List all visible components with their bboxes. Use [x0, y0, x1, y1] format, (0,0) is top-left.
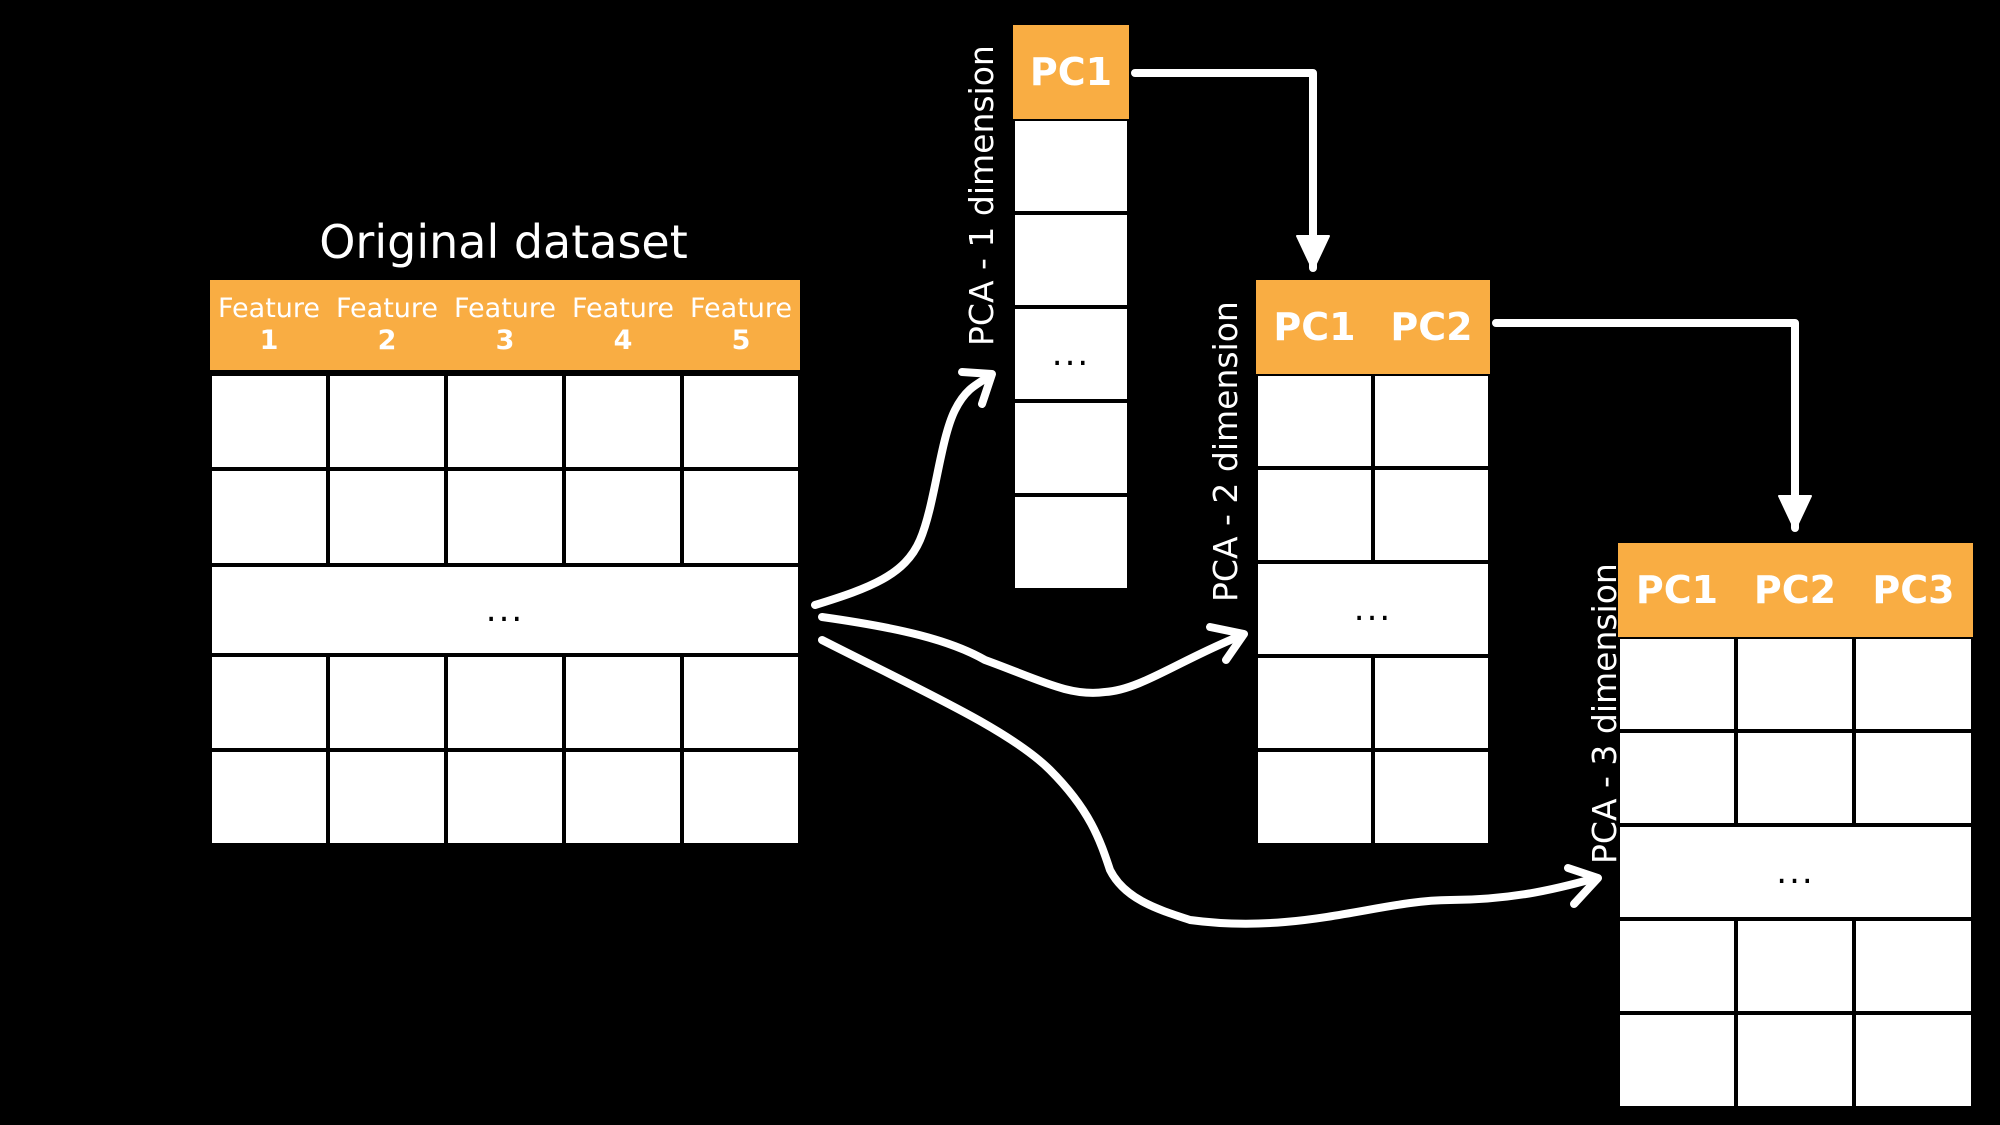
arrowhead [1564, 864, 1602, 908]
table-cell [682, 374, 800, 469]
table-cell [1618, 637, 1736, 731]
table-cell [564, 469, 682, 565]
pc-header: PC2 [1736, 543, 1854, 637]
table-cell [564, 374, 682, 469]
table-cell [1256, 468, 1373, 562]
table-cell [1373, 750, 1490, 845]
arrowhead [1778, 495, 1812, 531]
table-cell [1013, 495, 1129, 590]
ellipsis-row: ... [1256, 562, 1490, 656]
arrowhead [1296, 235, 1330, 271]
curved-arrow-to-pca3 [818, 636, 1600, 928]
ellipsis-row: ... [1618, 825, 1973, 919]
table-cell [210, 750, 328, 845]
feature-header-label: Feature [335, 293, 439, 324]
pc-header: PC1 [1618, 543, 1736, 637]
table-cell [1373, 468, 1490, 562]
feature-header-number: 4 [613, 325, 633, 356]
table-cell [1256, 750, 1373, 845]
table-cell [446, 374, 564, 469]
table-cell [1854, 919, 1973, 1013]
table-cell [1013, 213, 1129, 307]
table-cell [682, 469, 800, 565]
table-cell [446, 750, 564, 845]
table-cell [328, 655, 446, 750]
feature-header-label: Feature [453, 293, 557, 324]
curved-arrow-to-pca1 [811, 372, 994, 609]
pca-3-dimension-table: PC1 PC2 PC3 ... [1618, 543, 1973, 1108]
pc-header: PC1 [1013, 25, 1129, 119]
pca-2-dimension-table: PC1 PC2 ... [1256, 280, 1490, 845]
table-cell [1618, 1013, 1736, 1108]
ellipsis-row: ... [210, 565, 800, 655]
table-cell [210, 655, 328, 750]
table-cell [682, 750, 800, 845]
elbow-arrow-pc2-to-pca3 [1492, 319, 1799, 532]
table-cell [328, 374, 446, 469]
feature-header-number: 3 [495, 325, 515, 356]
pca-1-dimension-table: PC1 ... [1013, 25, 1129, 590]
feature-header: Feature 5 [682, 280, 800, 370]
original-dataset-table: Feature 1 Feature 2 Feature 3 Feature 4 … [210, 280, 800, 845]
ellipsis-row: ... [1013, 307, 1129, 401]
table-cell [1736, 637, 1854, 731]
table-cell [210, 374, 328, 469]
table-cell [1618, 919, 1736, 1013]
table-cell [1736, 731, 1854, 825]
elbow-arrow-pc1-to-pca2 [1131, 69, 1317, 272]
feature-header-number: 1 [259, 325, 279, 356]
table-cell [1854, 1013, 1973, 1108]
table-cell [446, 469, 564, 565]
feature-header-number: 5 [731, 325, 751, 356]
feature-header: Feature 4 [564, 280, 682, 370]
table-cell [1854, 731, 1973, 825]
arrowhead [1206, 623, 1248, 664]
table-cell [564, 750, 682, 845]
pc-header: PC2 [1373, 280, 1490, 374]
table-cell [1736, 919, 1854, 1013]
table-cell [1256, 656, 1373, 750]
table-cell [1618, 731, 1736, 825]
pc-header: PC1 [1256, 280, 1373, 374]
pc-header: PC3 [1854, 543, 1973, 637]
feature-header-label: Feature [571, 293, 675, 324]
feature-header: Feature 2 [328, 280, 446, 370]
arrowhead [958, 368, 996, 408]
feature-header: Feature 3 [446, 280, 564, 370]
table-cell [1256, 374, 1373, 468]
feature-header: Feature 1 [210, 280, 328, 370]
feature-header-number: 2 [377, 325, 397, 356]
table-cell [1013, 401, 1129, 495]
original-dataset-title: Original dataset [319, 215, 688, 269]
curved-arrow-to-pca2 [818, 613, 1244, 697]
table-cell [1736, 1013, 1854, 1108]
table-cell [682, 655, 800, 750]
table-cell [1373, 374, 1490, 468]
table-cell [1373, 656, 1490, 750]
table-cell [446, 655, 564, 750]
feature-header-label: Feature [689, 293, 793, 324]
table-cell [564, 655, 682, 750]
feature-header-label: Feature [217, 293, 321, 324]
table-cell [328, 750, 446, 845]
table-cell [328, 469, 446, 565]
table-cell [210, 469, 328, 565]
table-cell [1854, 637, 1973, 731]
table-cell [1013, 119, 1129, 213]
